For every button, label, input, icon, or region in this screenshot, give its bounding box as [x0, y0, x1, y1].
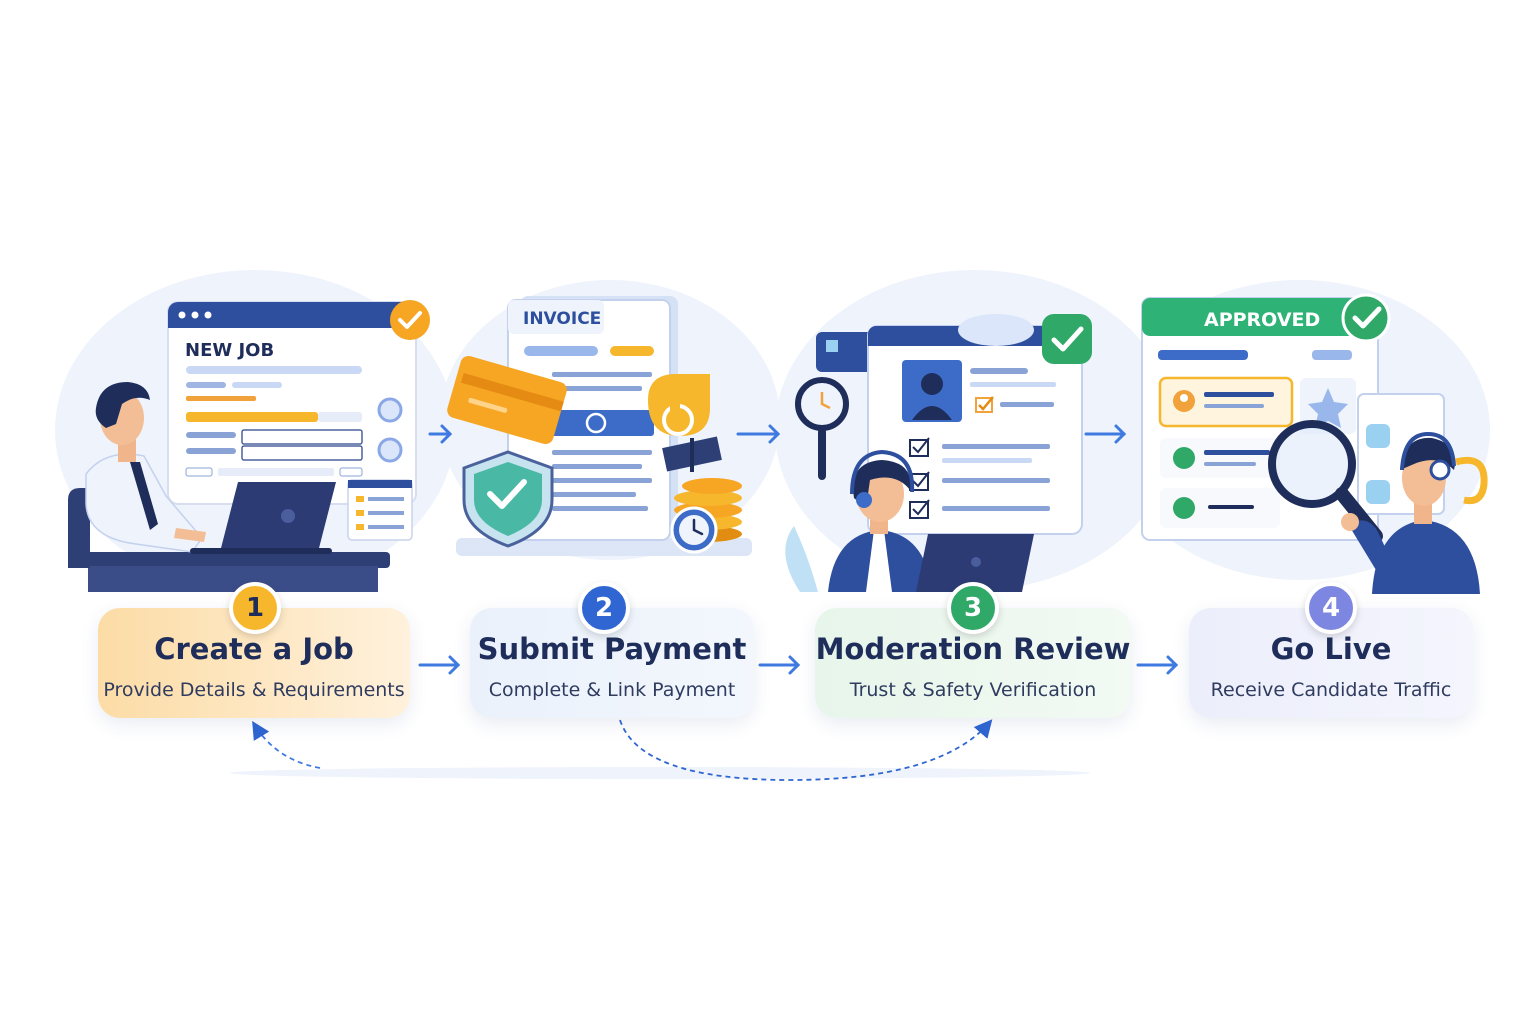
step-subtitle: Receive Candidate Traffic: [1210, 679, 1452, 701]
dashed-flow-lines: [230, 719, 1090, 781]
credit-card-icon: [447, 355, 567, 445]
step-subtitle: Complete & Link Payment: [488, 679, 736, 701]
profile-icon: [902, 360, 962, 422]
laptop-icon: [190, 482, 336, 554]
step-number-badge: 3: [947, 582, 999, 634]
invoice-title: INVOICE: [523, 309, 601, 329]
step-title: Go Live: [1270, 632, 1392, 666]
check-icon: [1042, 314, 1092, 364]
job-window-title: NEW JOB: [185, 340, 274, 361]
step-title: Submit Payment: [477, 632, 747, 666]
headset-icon: [1400, 431, 1488, 505]
checklist-doc: [347, 479, 413, 541]
step1-illustration: NEW JOB: [68, 300, 430, 592]
laptop-icon: [916, 534, 1034, 592]
step-number-badge: 4: [1305, 582, 1357, 634]
magnifier-icon: [795, 377, 849, 480]
step-number-badge: 1: [229, 582, 281, 634]
step3-illustration: [785, 314, 1092, 592]
step-title: Moderation Review: [815, 632, 1131, 666]
invoice-document: [507, 296, 678, 541]
approved-banner: APPROVED: [1204, 309, 1320, 331]
step-card-create-job: Create a Job Provide Details & Requireme…: [98, 608, 410, 718]
refresh-badge-icon: [648, 374, 710, 436]
clock-icon: [670, 506, 718, 554]
check-icon: [390, 300, 430, 340]
step4-illustration: APPROVED: [1141, 293, 1488, 594]
job-window: [167, 301, 417, 505]
arrow-right-icon: [418, 424, 1179, 675]
shield-check-icon: [462, 450, 554, 548]
step-card-moderation-review: Moderation Review Trust & Safety Verific…: [815, 608, 1131, 718]
step-subtitle: Trust & Safety Verification: [849, 679, 1097, 701]
magnifier-icon: [1268, 420, 1383, 543]
recruiter-person: [1341, 437, 1480, 594]
approved-window: [1141, 297, 1379, 541]
step-subtitle: Provide Details & Requirements: [103, 679, 405, 701]
step-title: Create a Job: [154, 632, 354, 666]
headset-icon: [850, 449, 915, 508]
check-icon: [1341, 293, 1391, 343]
person-at-laptop: [68, 382, 206, 568]
step-number-badge: 2: [578, 582, 630, 634]
step2-illustration: INVOICE: [447, 296, 752, 556]
